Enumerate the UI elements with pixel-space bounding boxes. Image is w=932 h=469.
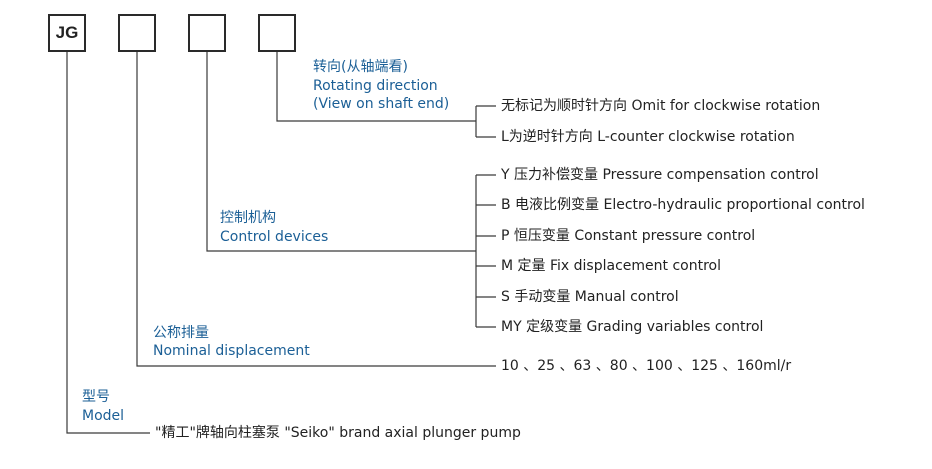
rotation-title-en: Rotating direction <box>313 78 438 94</box>
control-option-m: M 定量 Fix displacement control <box>501 258 721 274</box>
code-box-control <box>188 14 226 52</box>
model-title-cn: 型号 <box>82 389 110 405</box>
code-box-model-label: JG <box>55 23 79 42</box>
rotation-connector <box>276 52 476 122</box>
rotation-title-cn: 转向(从轴端看) <box>313 59 408 75</box>
control-title-en: Control devices <box>220 229 329 245</box>
code-box-displacement <box>118 14 156 52</box>
displacement-values: 10 、25 、63 、80 、100 、125 、160ml/r <box>501 358 792 374</box>
control-option-s: S 手动变量 Manual control <box>501 289 679 305</box>
code-box-model: JG <box>48 14 86 52</box>
displacement-title-en: Nominal displacement <box>153 343 310 359</box>
rotation-title-en2: (View on shaft end) <box>313 96 450 112</box>
displacement-title-cn: 公称排量 <box>153 325 209 341</box>
rotation-option-counter: L为逆时针方向 L-counter clockwise rotation <box>501 129 795 145</box>
control-title-cn: 控制机构 <box>220 210 276 226</box>
control-option-my: MY 定级变量 Grading variables control <box>501 319 764 335</box>
control-option-b: B 电液比例变量 Electro-hydraulic proportional … <box>501 197 865 213</box>
model-connector <box>66 52 150 434</box>
displacement-connector <box>136 52 496 367</box>
model-title-en: Model <box>82 408 125 424</box>
rotation-option-clockwise: 无标记为顺时针方向 Omit for clockwise rotation <box>501 98 821 114</box>
model-description: "精工"牌轴向柱塞泵 "Seiko" brand axial plunger p… <box>155 425 521 441</box>
control-option-y: Y 压力补偿变量 Pressure compensation control <box>501 167 819 183</box>
control-connector <box>206 52 476 252</box>
control-option-p: P 恒压变量 Constant pressure control <box>501 228 756 244</box>
code-box-rotation <box>258 14 296 52</box>
